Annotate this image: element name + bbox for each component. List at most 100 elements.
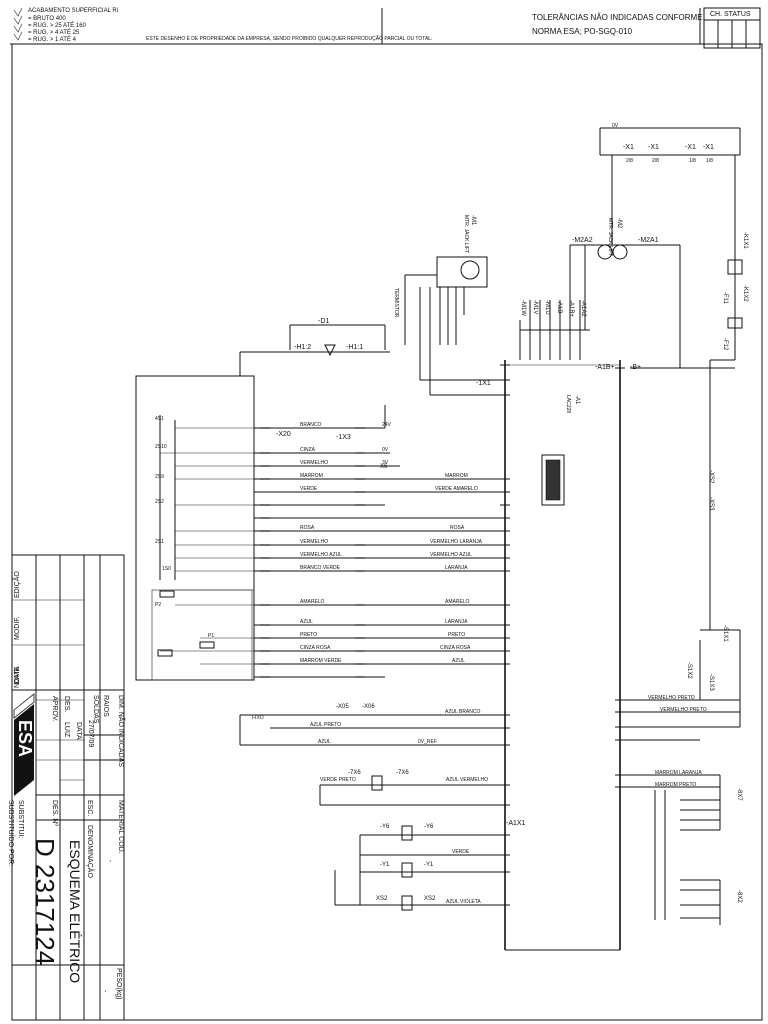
material-value: - <box>106 860 113 863</box>
logo-text: ESA <box>15 720 35 758</box>
node-label: -X1 <box>648 144 659 151</box>
motor-label: -M2A2 <box>572 237 593 244</box>
finish-item: = RUG. > 4 ATÉ 25 <box>28 30 80 36</box>
finish-title: ACABAMENTO SUPERFICIAL Ri <box>28 8 119 14</box>
wire-color-label: AZUL <box>318 739 331 745</box>
raios-label: RAIOS <box>102 695 109 717</box>
modif-label: MODIF. <box>14 616 21 640</box>
wire-color-label: CINZA ROSA <box>300 645 331 651</box>
node-label: -X1 <box>703 144 714 151</box>
contact-label: 2S10 <box>155 444 167 450</box>
substitui-label: SUBSTITUI: <box>17 800 24 839</box>
nome-label: NOME <box>14 667 21 688</box>
terminal-label: -A1A2 <box>580 300 586 317</box>
indicator-label: -H1:2 <box>294 344 312 351</box>
thermistor-label: TERMISTOR <box>393 288 399 318</box>
terminal-label: -A1B+ <box>595 364 615 371</box>
wire-color-label: AZUL <box>300 619 313 625</box>
denominacao-label: DENOMINAÇÃO <box>86 825 93 878</box>
denominacao-value: ESQUEMA ELÉTRICO <box>67 840 83 984</box>
wire-color-label: ROSA <box>300 525 315 531</box>
pin-label: 2/8 <box>626 158 633 164</box>
wire-color-label: AZUL VERMELHO <box>446 777 489 783</box>
wire-color-label: CINZA <box>300 447 315 453</box>
terminal-label: -M1W <box>520 300 526 316</box>
terminal-label: -A1B+ <box>568 300 574 317</box>
wire-color-label: AZUL <box>452 658 465 664</box>
wire-color-label: VERMELHO LARANJA <box>430 539 482 545</box>
wire-color-label: MARROM <box>445 473 468 479</box>
wire-color-label: AMARELO <box>300 599 325 605</box>
motor-label: MTR. JACK LIFT <box>607 218 613 257</box>
wire-color-label: VERMELHO PRETO <box>660 707 707 713</box>
motor-label: MTR. JACK LIFT <box>463 215 469 254</box>
valve-label: XS2 <box>424 896 436 902</box>
wire-color-label: VERDE AMARELO <box>435 486 478 492</box>
edicao-label: EDIÇÃO <box>14 571 21 598</box>
tolerance-line-1: TOLERÂNCIAS NÃO INDICADAS CONFORME <box>532 13 703 22</box>
peso-label: PESO(kg) <box>115 968 122 1000</box>
switch-label: -S1X2 <box>686 662 692 679</box>
valve-label: -Y1 <box>380 862 390 868</box>
valve-label: XS2 <box>376 896 388 902</box>
tolerance-line-2: NORMA ESA; PO-SGQ-010 <box>532 27 633 36</box>
node-label: -X1 <box>685 144 696 151</box>
esc-label: ESC. <box>86 800 93 817</box>
connector-label: -8X7 <box>736 788 742 801</box>
connector-symbol <box>541 454 565 506</box>
voltage-label: 0V <box>382 447 389 453</box>
title-block <box>11 554 125 1021</box>
fuse-label: -F12 <box>722 338 728 351</box>
diode-label: -D1 <box>318 318 330 325</box>
company-logo <box>13 693 35 796</box>
controller-model: LAC228 <box>565 395 571 414</box>
relay-label: -K1X2 <box>742 285 748 302</box>
contact-label: 4S1 <box>155 416 164 422</box>
connector-label: -A1X1 <box>506 820 526 827</box>
wire-color-label: MARROM LARANJA <box>655 770 702 776</box>
wire-color-label: BRANCO VERDE <box>300 565 341 571</box>
contact-label: P2 <box>155 602 162 608</box>
wire-color-label: VERMELHO PRETO <box>648 695 695 701</box>
data-label: DATA <box>75 722 82 740</box>
voltage-label: 0V_REF <box>418 739 437 745</box>
controller-label: -A1 <box>574 395 580 405</box>
switch-label: -S1X3 <box>708 674 714 691</box>
wire-color-label: AZUL VIOLETA <box>446 899 481 905</box>
wire-color-label: LARANJA <box>445 619 468 625</box>
wire-color-label: VERMELHO <box>300 460 329 466</box>
contact-label: 2S9 <box>155 474 164 480</box>
connector-label: -XS3 <box>708 497 714 511</box>
motor-label: -M2 <box>616 218 622 229</box>
contact-label: 2S2 <box>155 499 164 505</box>
pin-label: 1/8 <box>706 158 713 164</box>
valve-label: -Y1 <box>424 862 434 868</box>
finish-item: = BRUTO 400 <box>28 16 66 22</box>
terminal-label: -B+ <box>630 364 642 371</box>
contact-label: 1S0 <box>162 566 171 572</box>
material-label: MATERIAL COD. <box>117 800 124 854</box>
connector-label: -X20 <box>276 431 291 438</box>
wire-color-label: AZUL BRANCO <box>445 709 481 715</box>
des-value: LUIZ <box>63 722 70 738</box>
wire-color-label: ROSA <box>450 525 465 531</box>
pin-label: 1/8 <box>689 158 696 164</box>
des-label: DES. <box>63 696 70 713</box>
drawing-number: D 2317124 <box>30 838 60 966</box>
des-number-label: DES. Nº <box>51 800 58 826</box>
terminal-label: -X05 <box>336 704 349 710</box>
terminal-label: -X6 <box>378 464 388 470</box>
indicator-label: -H1:1 <box>346 344 364 351</box>
voltage-label: 3V <box>382 460 389 466</box>
dim-label: DIM. NÃO INDICADAS <box>117 695 124 767</box>
connector-label: -8X2 <box>736 890 742 903</box>
wire-color-label: AMARELO <box>445 599 470 605</box>
terminal-label: -M1V <box>532 300 538 315</box>
terminal-label: -7X6 <box>348 770 361 776</box>
motor-label: -M2A1 <box>638 237 659 244</box>
valve-label: -Y6 <box>380 824 390 830</box>
contact-label: P1 <box>208 633 215 639</box>
wire-color-label: VERMELHO <box>300 539 329 545</box>
substituido-label: SUBSTITUÍDO POR: <box>7 800 14 867</box>
